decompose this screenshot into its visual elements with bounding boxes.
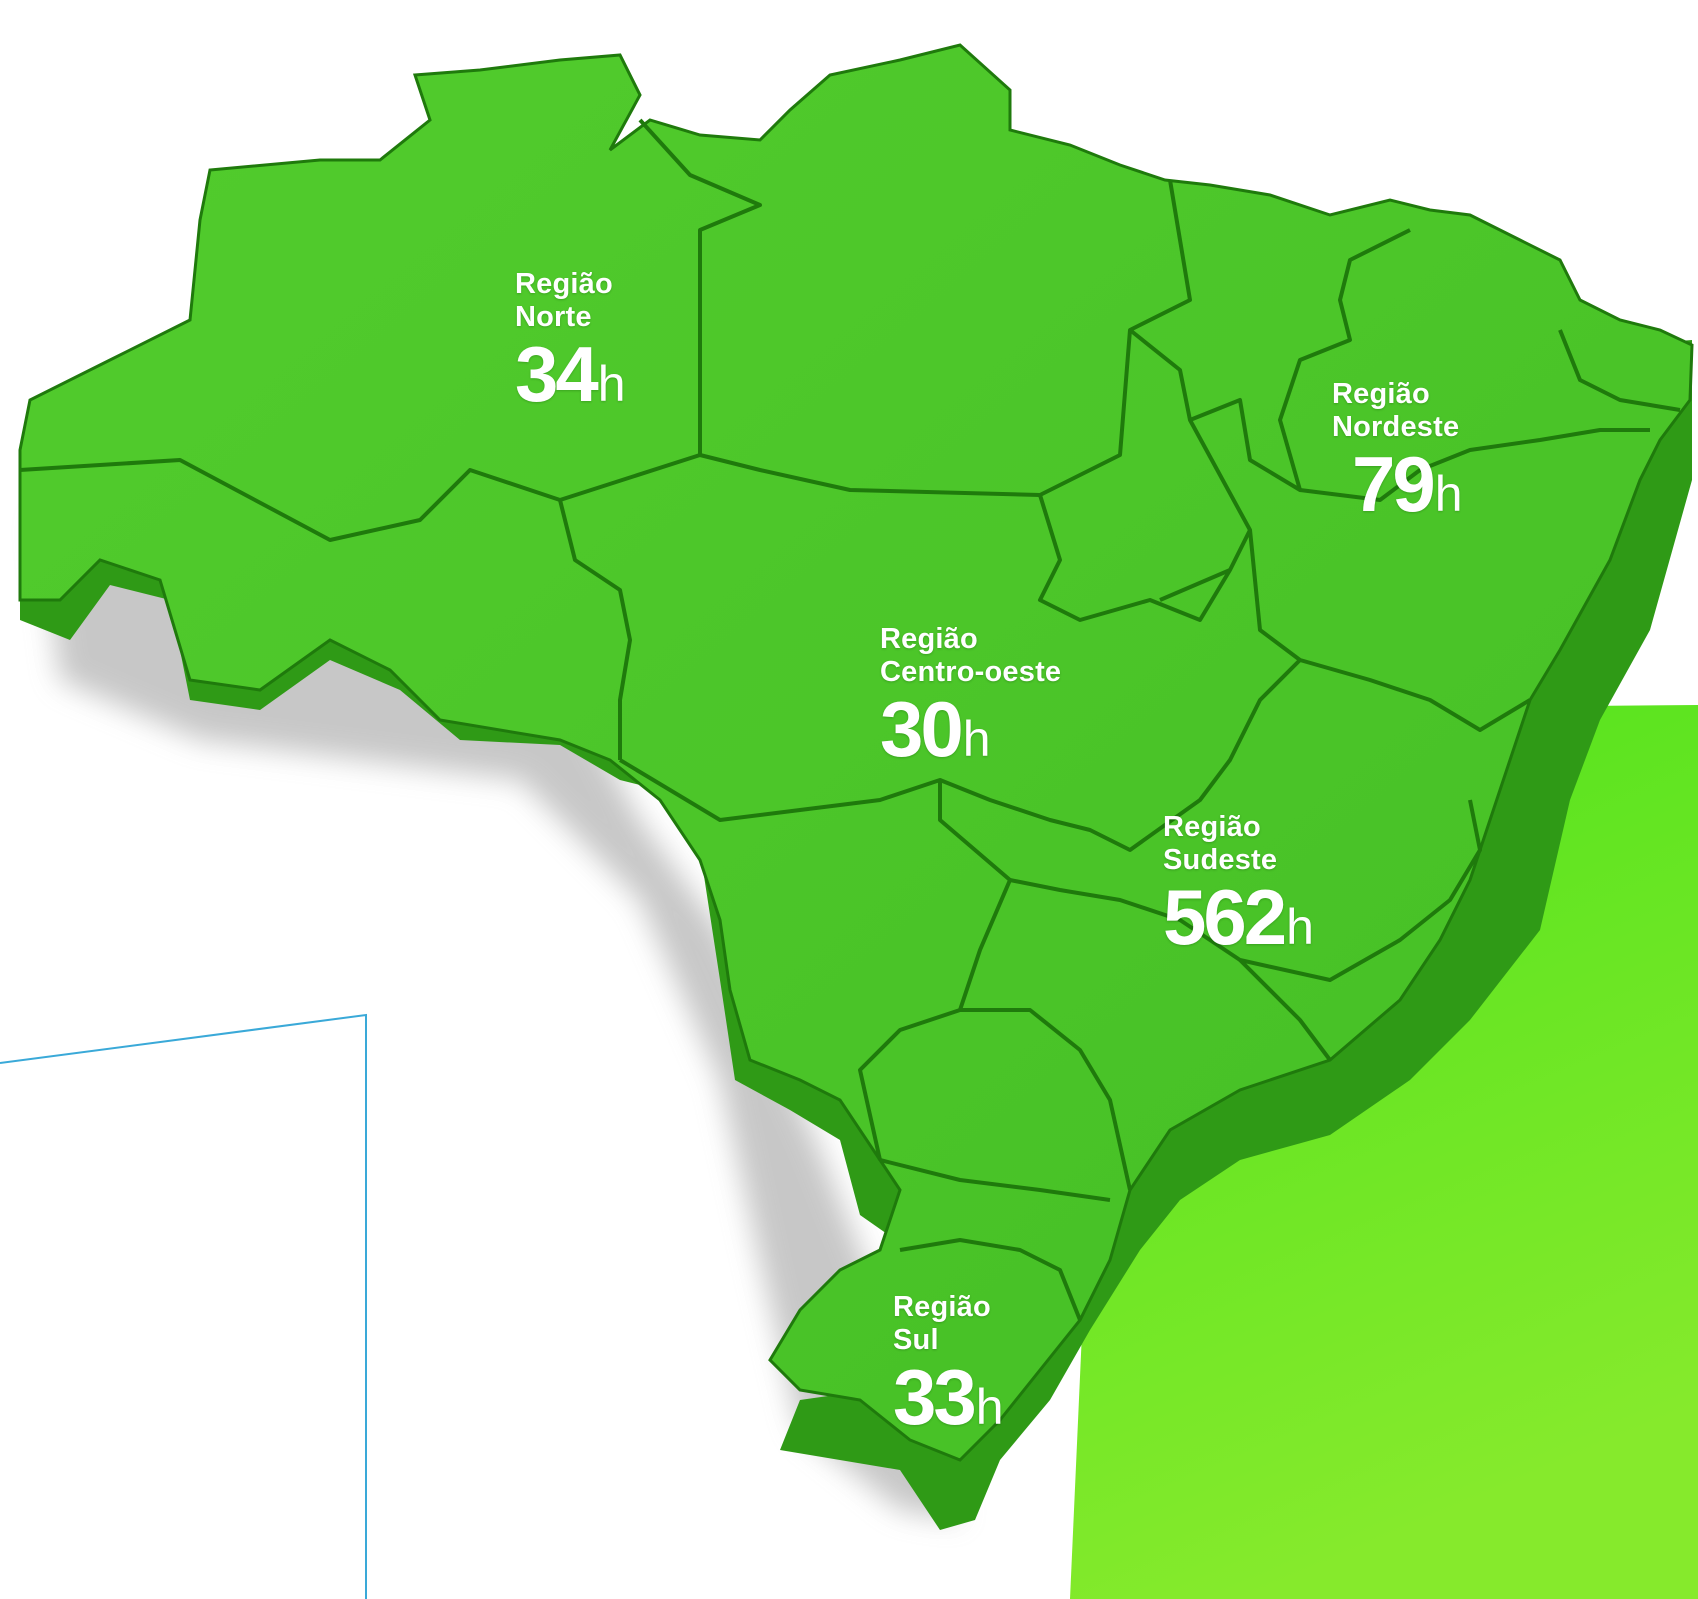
- region-sudeste-hours-value: 562: [1163, 873, 1287, 961]
- region-nordeste-hours: 79h: [1352, 444, 1463, 524]
- map-shadow: [40, 470, 960, 1520]
- state-borders: [19, 118, 1681, 1321]
- region-centro-oeste-label: Região Centro-oeste 30h: [880, 623, 1061, 769]
- region-nordeste-name: Nordeste: [1332, 411, 1460, 443]
- region-sul-name: Sul: [893, 1324, 939, 1356]
- region-sudeste-hours: 562h: [1163, 877, 1314, 957]
- region-sul-hours-unit: h: [975, 1379, 1004, 1435]
- region-sudeste-label: Região Sudeste 562h: [1163, 811, 1314, 957]
- region-nordeste-word: Região: [1332, 378, 1430, 410]
- region-sudeste-word: Região: [1163, 811, 1261, 843]
- region-norte-name: Norte: [515, 301, 592, 333]
- region-norte-hours-unit: h: [597, 356, 626, 412]
- brazil-map: [18, 43, 1694, 1462]
- region-nordeste-label: Região Nordeste 79h: [1332, 378, 1463, 524]
- region-norte-hours-value: 34: [515, 330, 599, 418]
- accent-line: [0, 1013, 367, 1599]
- region-sul-label: Região Sul 33h: [893, 1291, 1004, 1437]
- region-sul-hours: 33h: [893, 1357, 1004, 1437]
- region-centro-oeste-hours-value: 30: [880, 685, 964, 773]
- region-sudeste-name: Sudeste: [1163, 844, 1278, 876]
- region-norte-word: Região: [515, 268, 613, 300]
- region-sul-hours-value: 33: [893, 1353, 977, 1441]
- region-centro-oeste-word: Região: [880, 623, 978, 655]
- region-norte-label: Região Norte 34h: [515, 268, 626, 414]
- region-nordeste-hours-value: 79: [1352, 440, 1436, 528]
- region-sudeste-hours-unit: h: [1286, 899, 1314, 955]
- region-sul-word: Região: [893, 1291, 991, 1323]
- region-norte-hours: 34h: [515, 334, 626, 414]
- region-centro-oeste-name: Centro-oeste: [880, 656, 1062, 688]
- region-centro-oeste-hours-unit: h: [962, 711, 991, 767]
- region-centro-oeste-hours: 30h: [880, 689, 1061, 769]
- region-nordeste-hours-unit: h: [1434, 466, 1463, 522]
